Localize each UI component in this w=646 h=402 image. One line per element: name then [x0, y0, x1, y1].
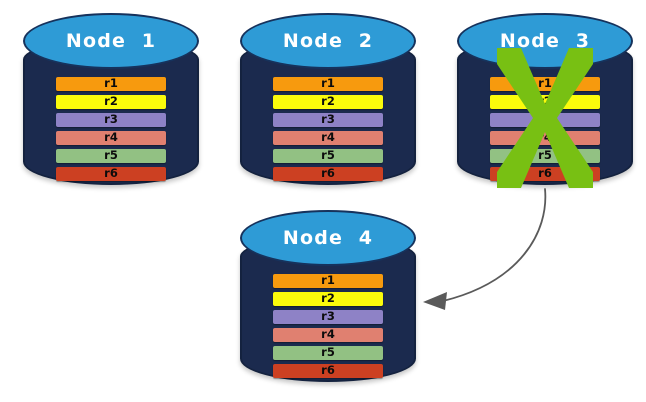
row-bar: r3: [272, 113, 384, 127]
node-2-cylinder-top: [240, 13, 416, 69]
row-bar: r1: [55, 77, 167, 91]
row-bar: r1: [489, 77, 601, 91]
row-bar: r2: [55, 95, 167, 109]
row-bar: r5: [272, 149, 384, 163]
row-bar: r2: [489, 95, 601, 109]
row-bar: r1: [272, 77, 384, 91]
row-bar: r4: [489, 131, 601, 145]
row-bar: r3: [55, 113, 167, 127]
row-bar: r2: [272, 292, 384, 306]
row-bar: r3: [272, 310, 384, 324]
row-bar: r1: [272, 274, 384, 288]
row-bar: r4: [272, 328, 384, 342]
row-bar: r5: [489, 149, 601, 163]
node-3-rows: r1 r2 r3 r4 r5 r6: [457, 77, 633, 181]
row-bar: r4: [55, 131, 167, 145]
row-bar: r4: [272, 131, 384, 145]
row-bar: r6: [489, 167, 601, 181]
node-1-cylinder-top: [23, 13, 199, 69]
node-2-rows: r1 r2 r3 r4 r5 r6: [240, 77, 416, 181]
row-bar: r2: [272, 95, 384, 109]
row-bar: r6: [272, 364, 384, 378]
row-bar: r6: [272, 167, 384, 181]
row-bar: r5: [55, 149, 167, 163]
row-bar: r3: [489, 113, 601, 127]
row-bar: r5: [272, 346, 384, 360]
row-bar: r6: [55, 167, 167, 181]
node-4-cylinder-top: [240, 210, 416, 266]
node-3-cylinder-top: [457, 13, 633, 69]
node-4-rows: r1 r2 r3 r4 r5 r6: [240, 274, 416, 378]
node-1-rows: r1 r2 r3 r4 r5 r6: [23, 77, 199, 181]
